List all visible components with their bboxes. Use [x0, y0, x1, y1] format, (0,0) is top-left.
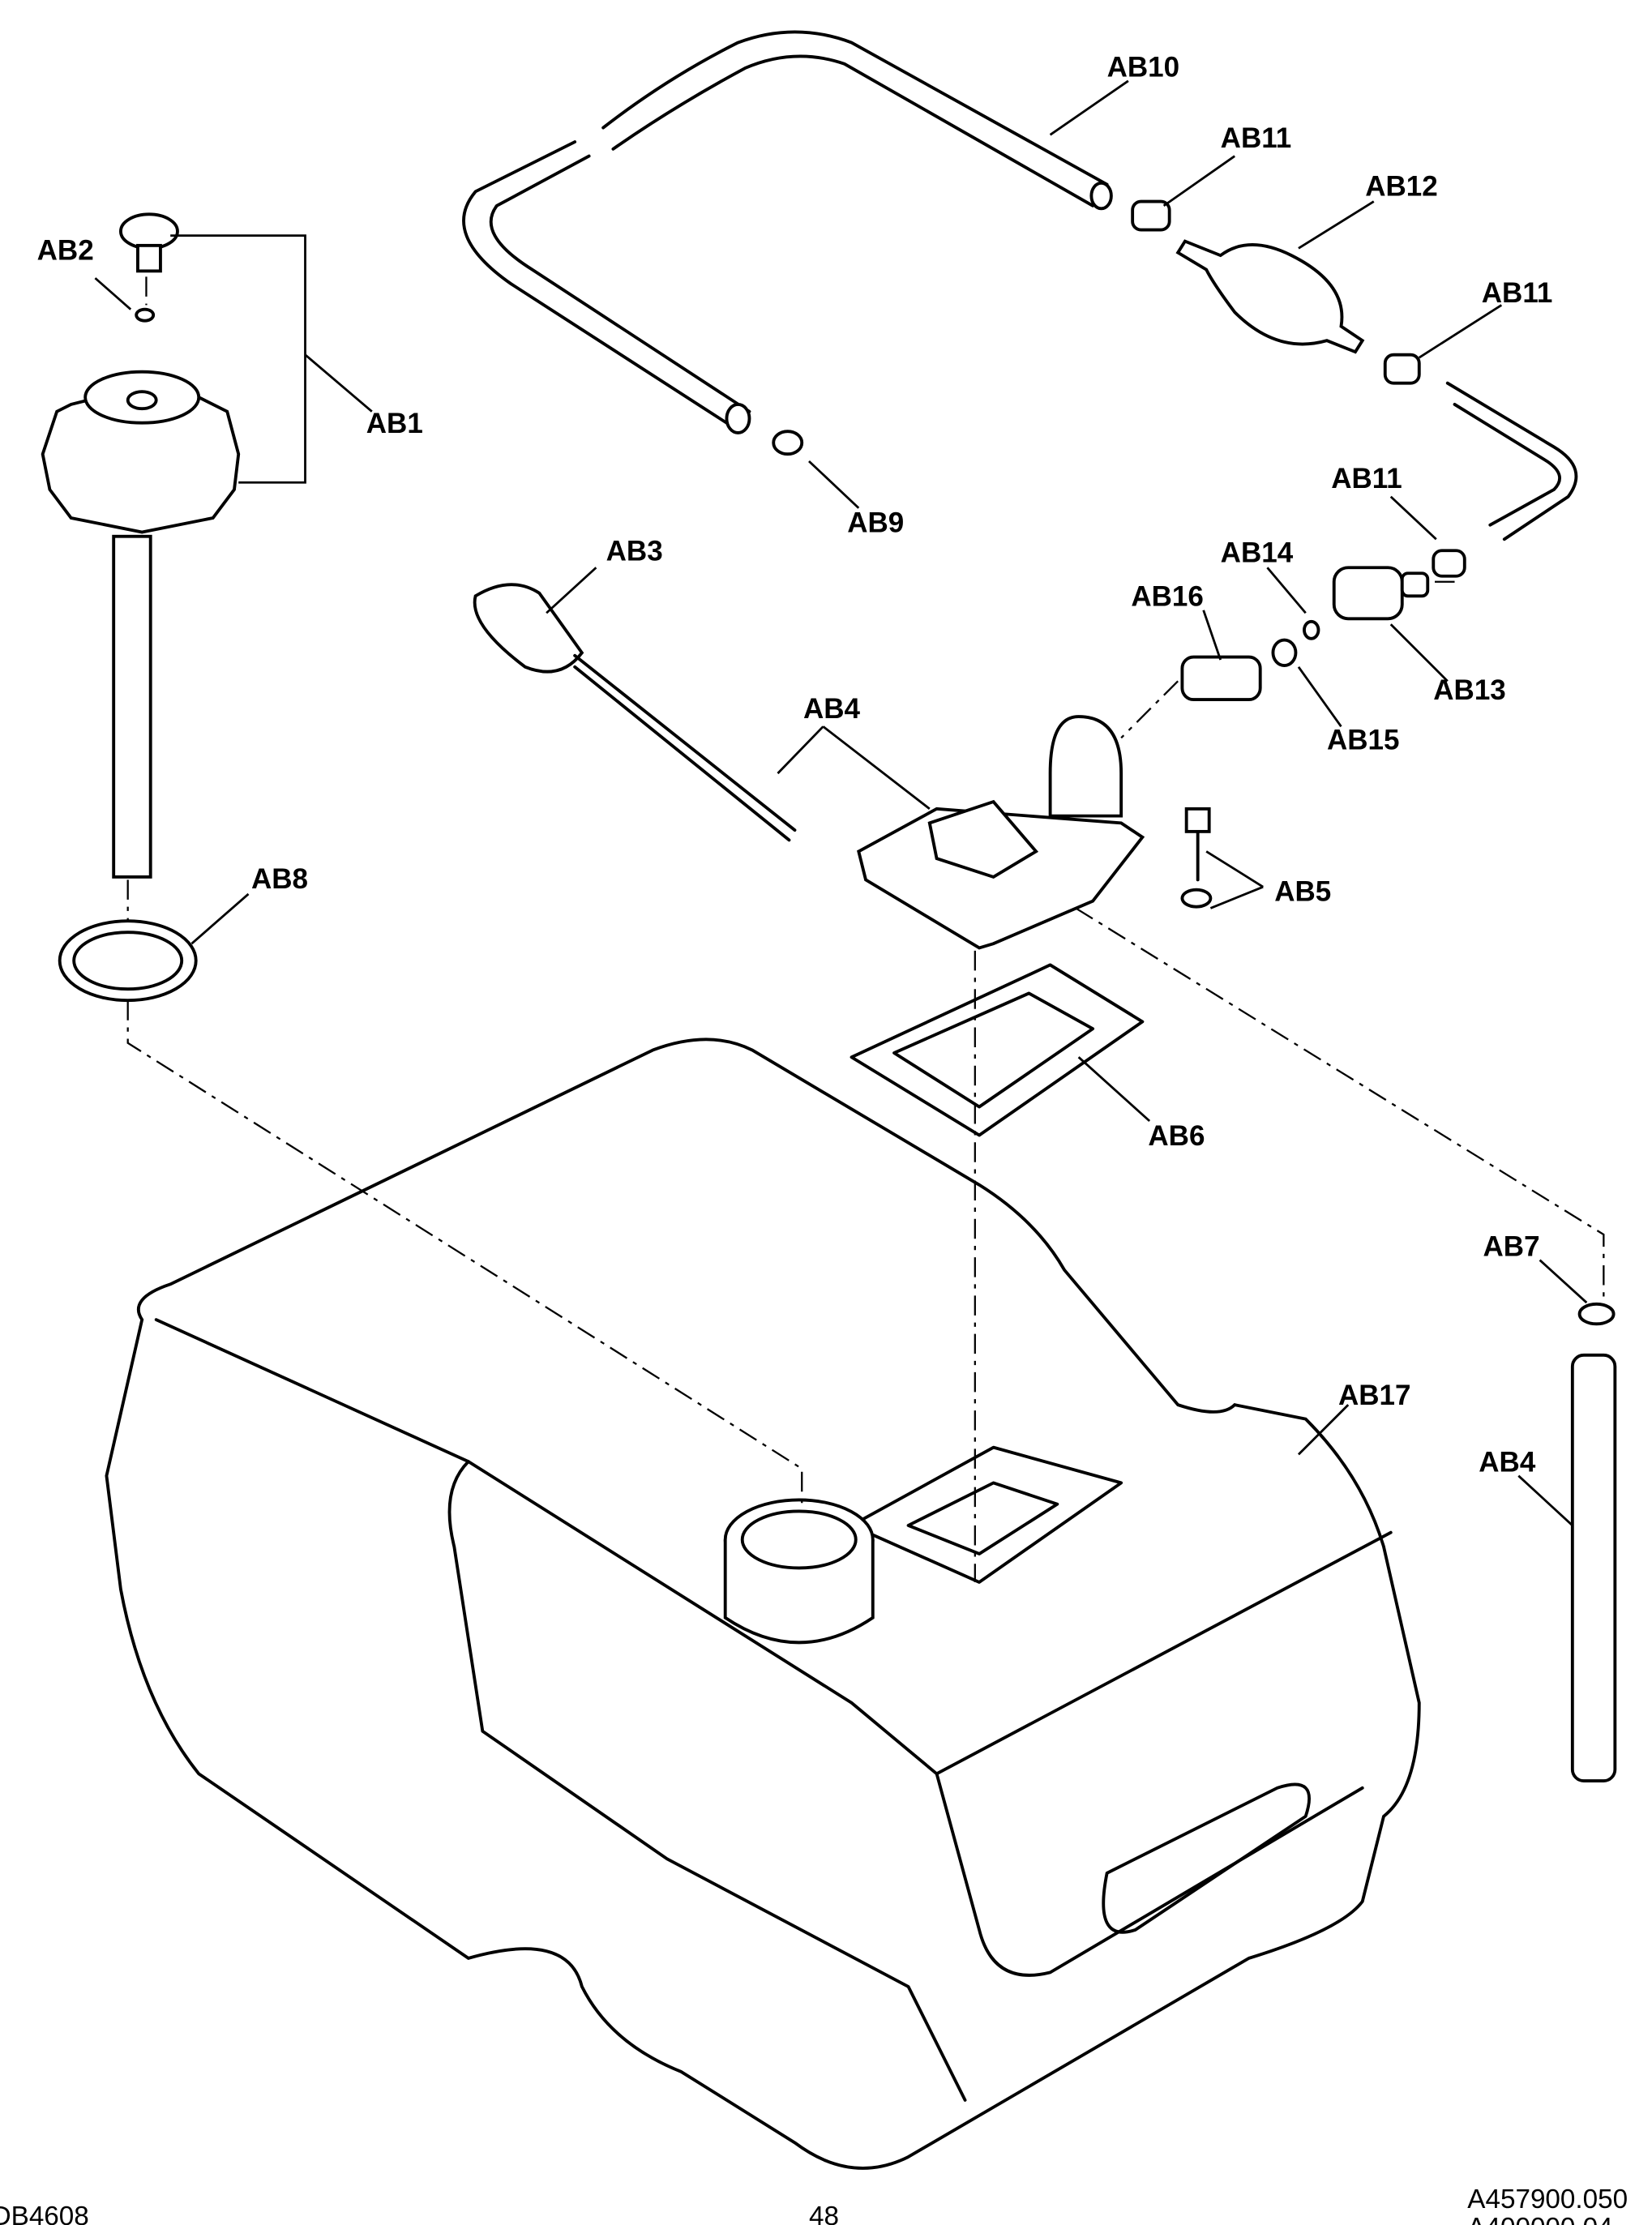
callout-ab15: AB15 [1327, 724, 1399, 755]
callout-ab16: AB16 [1131, 581, 1203, 613]
screw-ab5 [1180, 807, 1213, 909]
washer-ab15 [1271, 638, 1298, 667]
callout-ab12: AB12 [1365, 171, 1437, 203]
o-ring-ab14 [1303, 619, 1320, 640]
float-ab3 [473, 583, 797, 842]
primer-bulb-ab12 [1175, 239, 1365, 354]
callout-ab4-lower: AB4 [1479, 1446, 1536, 1478]
callout-ab11-lower: AB11 [1331, 463, 1402, 494]
callout-ab3: AB3 [606, 536, 663, 567]
callout-ab7: AB7 [1483, 1230, 1540, 1262]
callout-ab6: AB6 [1148, 1120, 1205, 1152]
callout-ab11-upper: AB11 [1221, 122, 1292, 154]
fuel-cap-ab1 [41, 370, 241, 879]
leader-lines [94, 79, 1588, 1526]
o-ring-ab8 [58, 919, 198, 1003]
connector-ab13 [1332, 566, 1430, 621]
callout-ab2: AB2 [37, 234, 94, 266]
page-number: 48 [809, 2201, 839, 2225]
fitting-ab11-mid [1383, 353, 1421, 385]
fitting-ab16 [1180, 655, 1262, 701]
fuel-tank-ab17 [105, 1038, 1421, 2170]
footer-right-code-2: A400000.04 [1467, 2213, 1612, 2225]
callout-ab10: AB10 [1107, 52, 1179, 83]
hose-clamp-ab9 [772, 430, 804, 456]
footer-left-code: DB4608 [0, 2201, 89, 2225]
gasket-ab6 [850, 963, 1145, 1137]
fitting-ab11-lower [1432, 549, 1466, 578]
sender-plate-ab4 [857, 715, 1145, 950]
fuel-hose-outlet [1445, 381, 1578, 541]
callout-ab14: AB14 [1221, 537, 1294, 568]
callout-ab11-mid: AB11 [1482, 277, 1553, 309]
callout-ab8: AB8 [251, 863, 308, 895]
callout-ab13: AB13 [1433, 674, 1505, 706]
callout-ab4-upper: AB4 [803, 693, 861, 725]
callout-ab9: AB9 [847, 507, 904, 538]
callout-ab17: AB17 [1338, 1380, 1410, 1411]
alignment-lines [126, 276, 1605, 1582]
vent-screw-ab2 [119, 212, 179, 323]
callout-ab5: AB5 [1274, 876, 1331, 908]
ab1-bracket [170, 234, 306, 484]
footer-right-code-1: A457900.050 [1467, 2184, 1628, 2214]
fitting-ab11-upper [1131, 199, 1171, 232]
callout-ab1: AB1 [366, 408, 423, 439]
pickup-tube-ab4 [1570, 1353, 1617, 1782]
o-ring-ab7 [1577, 1302, 1616, 1326]
fuel-hose-ab10 [462, 30, 1113, 434]
